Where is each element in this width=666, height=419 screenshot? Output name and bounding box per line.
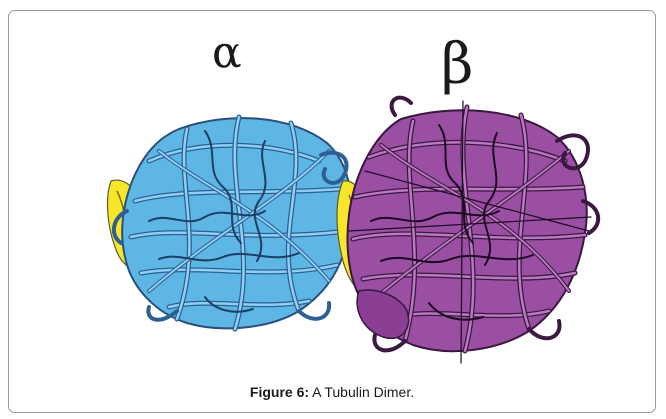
figure-caption-text: A Tubulin Dimer. (312, 384, 414, 400)
alpha-label: α (212, 31, 242, 75)
alpha-tubulin-structure (108, 117, 352, 329)
figure-container: α β Figure 6: A Tubulin Dimer. (8, 10, 656, 413)
figure-label: Figure 6: (250, 384, 309, 400)
beta-tubulin-structure (337, 98, 598, 363)
tubulin-dimer-illustration (9, 11, 655, 371)
figure-caption: Figure 6: A Tubulin Dimer. (9, 384, 655, 401)
beta-label: β (441, 37, 473, 93)
